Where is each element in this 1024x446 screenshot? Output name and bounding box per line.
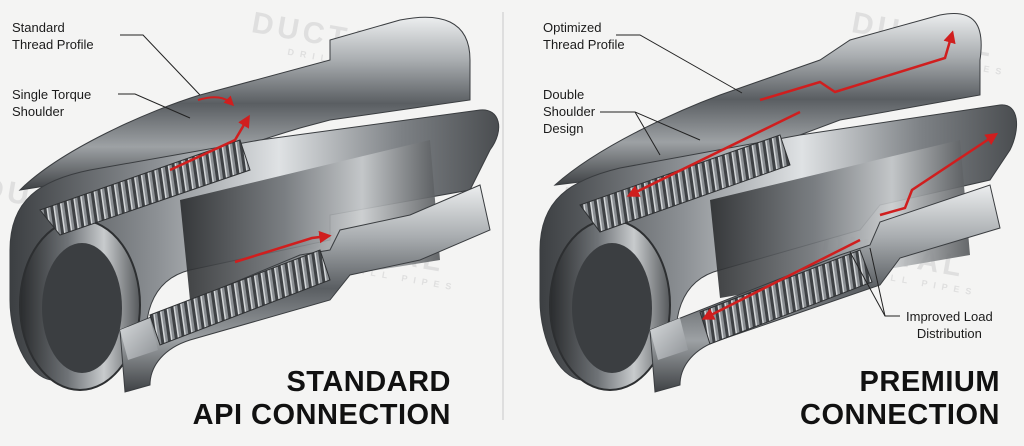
load-arrow	[879, 132, 999, 217]
leader-line	[869, 247, 886, 317]
label-optimized-thread-profile: Optimized Thread Profile	[543, 20, 625, 52]
load-arrow	[701, 238, 861, 320]
leader-line	[120, 34, 201, 96]
bore-inner	[572, 243, 652, 373]
premium-connection-model	[539, 13, 1018, 393]
lower-threads	[149, 249, 331, 346]
lower-threads	[699, 249, 873, 345]
load-arrow	[197, 95, 235, 107]
label-double-shoulder-design: Double Shoulder Design	[543, 87, 596, 136]
inner-bore	[710, 140, 970, 298]
cut-face	[120, 318, 158, 360]
label-standard-thread-profile: Standard Thread Profile	[12, 20, 94, 52]
leader-line	[616, 34, 743, 94]
cut-face	[650, 318, 688, 360]
title-premium-connection: PREMIUM CONNECTION	[800, 366, 1000, 431]
bore-inner	[42, 243, 122, 373]
label-single-torque-shoulder: Single Torque Shoulder	[12, 87, 92, 119]
label-improved-load-distribution: Improved Load Distribution	[906, 309, 993, 341]
load-arrow	[626, 110, 801, 197]
leader-line	[118, 93, 191, 119]
upper-threads	[579, 134, 791, 233]
standard-connection-model	[9, 16, 500, 393]
upper-threads	[39, 139, 251, 236]
title-standard-api-connection: STANDARD API CONNECTION	[192, 366, 451, 431]
load-arrow	[759, 30, 956, 102]
load-arrow	[169, 114, 250, 172]
leader-line	[634, 111, 661, 156]
load-arrow	[234, 230, 332, 264]
